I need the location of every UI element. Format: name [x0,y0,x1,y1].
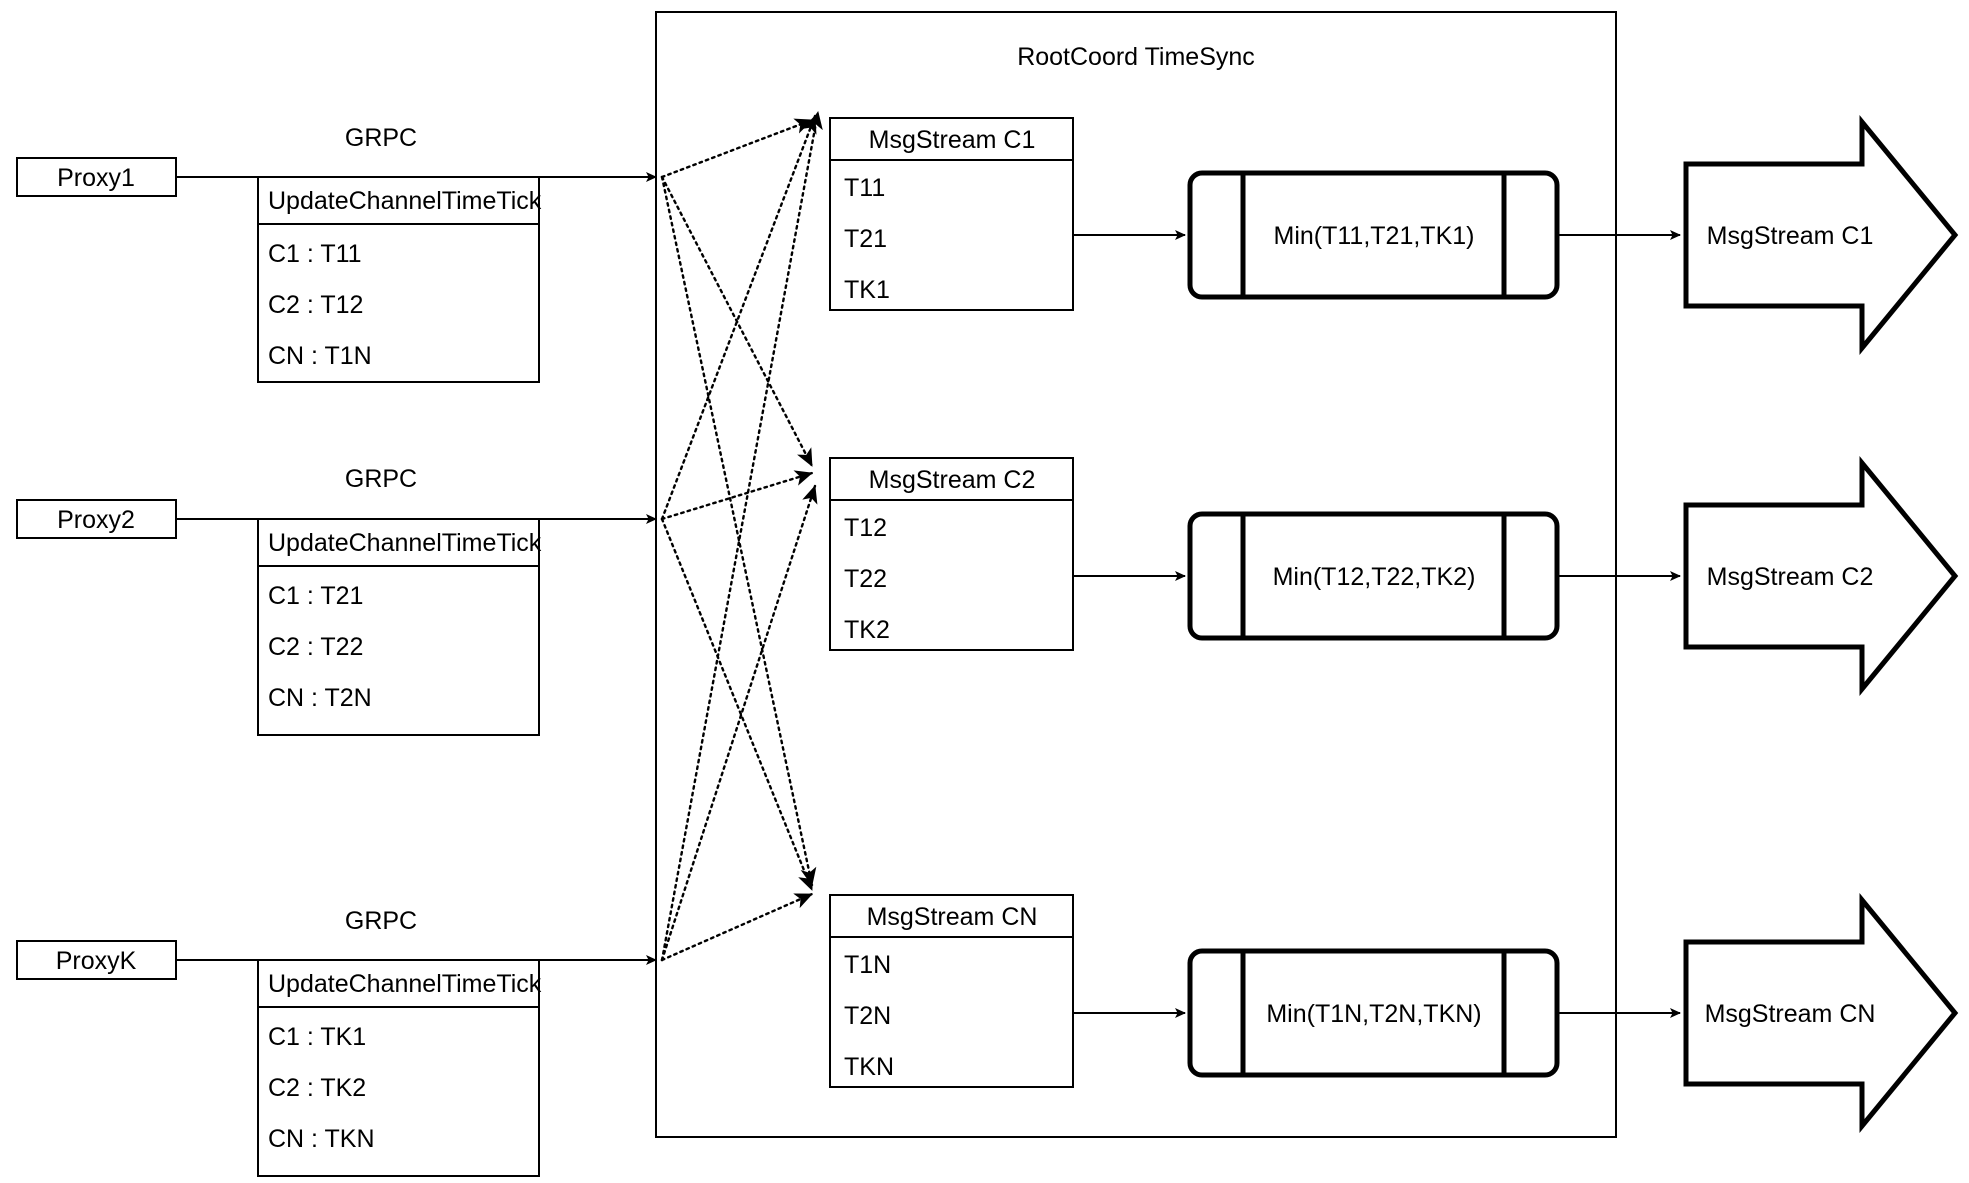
rpc-card-3 [257,959,540,1177]
msgstream-card-2-tick-0: T12 [844,514,887,542]
rpc-card-2-row-0: C1 : T21 [268,582,363,610]
rpc-card-3-row-1: C2 : TK2 [268,1074,366,1102]
dotted-dispatch-links [660,110,823,962]
msgstream-card-1 [829,117,1074,311]
msgstream-card-3 [829,894,1074,1088]
min-expr-3: Min(T1N,T2N,TKN) [1266,1000,1481,1028]
output-label-1: MsgStream C1 [1707,222,1874,250]
rpc-card-1-row-2: CN : T1N [268,342,372,370]
msgstream-card-3-tick-2: TKN [844,1053,894,1081]
rpc-card-3-row-0: C1 : TK1 [268,1023,366,1051]
rpc-card-2 [257,518,540,736]
proxy-label-1: Proxy1 [57,164,135,192]
rpc-card-2-row-2: CN : T2N [268,684,372,712]
dotted-p2-cn [660,517,814,892]
msgstream-card-1-tick-1: T21 [844,225,887,253]
proxy-label-2: Proxy2 [57,506,135,534]
msgstream-card-1-title: MsgStream C1 [869,126,1036,154]
rpc-card-2-title: UpdateChannelTimeTick [268,529,542,557]
rpc-card-3-title: UpdateChannelTimeTick [268,970,542,998]
msgstream-card-2-tick-2: TK2 [844,616,890,644]
dotted-p1-c1 [660,118,814,179]
output-block-arrow-2 [1683,456,1959,696]
grpc-label-3: GRPC [345,907,417,935]
msgstream-card-2-tick-1: T22 [844,565,887,593]
msgstream-card-1-tick-2: TK1 [844,276,890,304]
output-label-2: MsgStream C2 [1707,563,1874,591]
msgstream-card-3-tick-0: T1N [844,951,891,979]
min-expr-2: Min(T12,T22,TK2) [1273,563,1476,591]
dotted-pk-c1 [660,110,823,962]
dotted-pk-cn [660,892,814,962]
dotted-p2-c1 [660,114,817,521]
rpc-card-3-row-2: CN : TKN [268,1125,375,1153]
dotted-pk-c2 [660,484,818,962]
proxy-box-3[interactable] [16,940,177,980]
output-label-3: MsgStream CN [1705,1000,1876,1028]
dotted-p1-cn [660,175,817,887]
grpc-label-2: GRPC [345,465,417,493]
rpc-card-2-row-1: C2 : T22 [268,633,363,661]
min-expr-1: Min(T11,T21,TK1) [1274,222,1475,250]
rootcoord-timesync-title: RootCoord TimeSync [1017,43,1255,71]
msgstream-card-3-tick-1: T2N [844,1002,891,1030]
proxy-box-2[interactable] [16,499,177,539]
proxy-box-1[interactable] [16,157,177,197]
dotted-p2-c2 [660,470,814,521]
min-process-box-3 [1187,948,1560,1078]
rpc-card-1-row-0: C1 : T11 [268,240,362,268]
msgstream-card-2-title: MsgStream C2 [869,466,1036,494]
msgstream-card-1-tick-0: T11 [844,174,885,202]
output-block-arrow-1 [1683,115,1959,355]
rpc-card-1-row-1: C2 : T12 [268,291,363,319]
proxy-label-3: ProxyK [56,947,137,975]
rpc-card-1-title: UpdateChannelTimeTick [268,187,542,215]
output-block-arrow-3 [1683,893,1959,1133]
grpc-label-1: GRPC [345,124,417,152]
min-process-box-2 [1187,511,1560,641]
msgstream-card-2 [829,457,1074,651]
msgstream-card-3-title: MsgStream CN [867,903,1038,931]
